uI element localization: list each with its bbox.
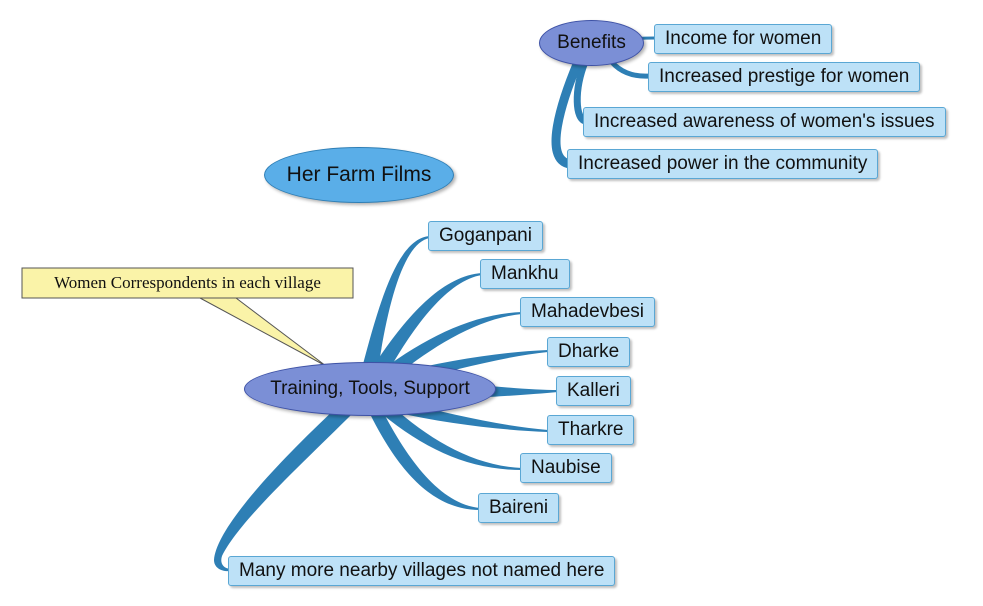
benefit-income[interactable]: Income for women: [654, 24, 833, 54]
branch-baireni: [370, 410, 480, 510]
central-topic[interactable]: Her Farm Films: [264, 147, 454, 203]
village-mankhu[interactable]: Mankhu: [480, 259, 570, 289]
callout-box: [21, 267, 354, 299]
village-tharkre[interactable]: Tharkre: [547, 415, 635, 445]
branch-many-more: [214, 408, 354, 572]
village-naubise[interactable]: Naubise: [520, 453, 612, 483]
village-baireni[interactable]: Baireni: [478, 493, 560, 523]
village-mahadevbesi[interactable]: Mahadevbesi: [520, 297, 656, 327]
village-goganpani[interactable]: Goganpani: [428, 221, 543, 251]
branch-mahadevbesi: [382, 312, 522, 376]
branch-goganpani: [362, 236, 430, 370]
village-kalleri[interactable]: Kalleri: [556, 376, 631, 406]
branch-benefit-4: [551, 60, 583, 169]
many-more-villages[interactable]: Many more nearby villages not named here: [228, 556, 616, 586]
benefit-prestige[interactable]: Increased prestige for women: [648, 62, 921, 92]
training-hub[interactable]: Training, Tools, Support: [244, 362, 496, 416]
callout-pointer: [199, 297, 327, 367]
benefit-awareness[interactable]: Increased awareness of women's issues: [583, 107, 946, 137]
village-dharke[interactable]: Dharke: [547, 337, 631, 367]
benefit-power[interactable]: Increased power in the community: [567, 149, 879, 179]
branch-mankhu: [372, 273, 482, 372]
benefits-hub[interactable]: Benefits: [539, 20, 644, 66]
callout-label: Women Correspondents in each village: [54, 273, 321, 292]
